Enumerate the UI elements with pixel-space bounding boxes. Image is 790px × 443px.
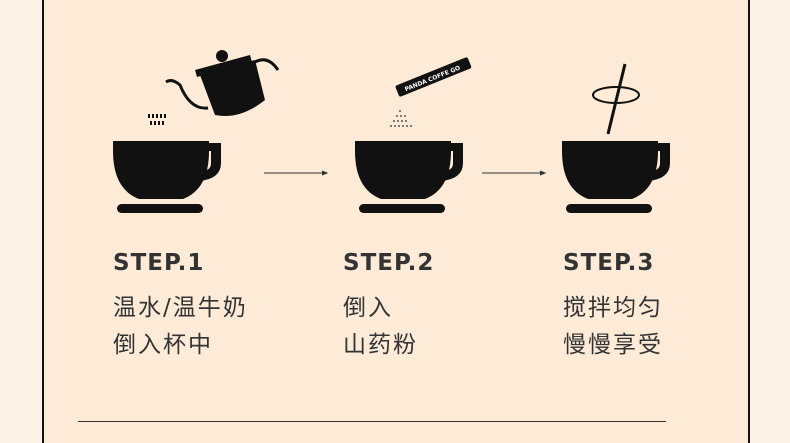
description-line: 倒入 [343,295,393,321]
stick-label: PANDA COFFE GO [404,65,461,94]
kettle-pour-icon [165,50,280,116]
description-line: 山药粉 [343,332,418,358]
arrow-icon [264,170,329,176]
cup-icon [355,141,463,213]
step-2-description: 倒入 山药粉 [343,290,418,364]
step-3-label: STEP.3 [563,250,655,276]
description-line: 慢慢享受 [563,332,663,358]
arrow-icon [482,170,547,176]
powder-icon [390,110,412,127]
cup-icon [113,141,221,213]
steam-icon [148,114,166,125]
step-1-description: 温水/温牛奶 倒入杯中 [113,290,248,364]
description-line: 搅拌均匀 [563,295,663,321]
instruction-panel [42,0,750,443]
description-line: 倒入杯中 [113,332,213,358]
description-line: 温水/温牛奶 [113,295,248,321]
powder-stick-icon: PANDA COFFE GO [390,57,472,127]
cup-icon [562,141,670,213]
step-1-label: STEP.1 [113,250,205,276]
stir-icon [592,63,640,135]
step-3-description: 搅拌均匀 慢慢享受 [563,290,663,364]
divider [78,421,666,422]
step-2-label: STEP.2 [343,250,435,276]
